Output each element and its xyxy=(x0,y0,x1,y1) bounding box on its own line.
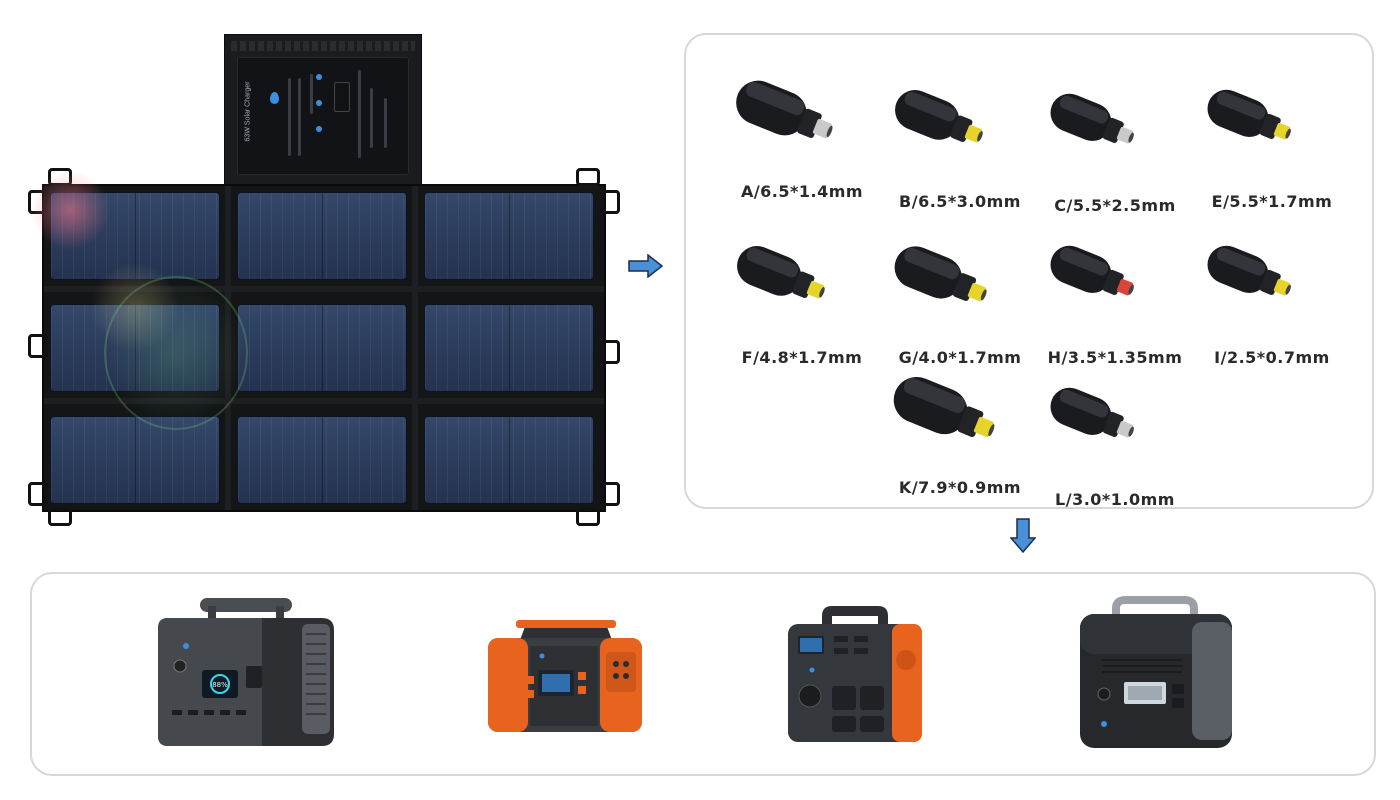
dc-plug-icon xyxy=(737,246,825,299)
dc-plug-icon xyxy=(894,246,987,302)
power-station-black-icon xyxy=(1080,596,1232,748)
dc-plug-icon xyxy=(1050,245,1134,296)
solar-cell xyxy=(237,416,407,504)
connector-size-label: I/2.5*0.7mm xyxy=(1214,348,1330,367)
solar-cell xyxy=(50,416,220,504)
connector-tip: G/4.0*1.7mm xyxy=(890,232,1030,367)
mounting-loop xyxy=(576,168,600,186)
panel-pocket: 63W Solar Charger xyxy=(224,34,422,186)
connector-tip: L/3.0*1.0mm xyxy=(1045,374,1185,509)
mounting-loop xyxy=(28,482,48,506)
dc-plug-icon xyxy=(895,90,983,143)
mounting-loop xyxy=(48,508,72,526)
solar-cell xyxy=(50,192,220,280)
mounting-loop xyxy=(600,190,620,214)
compatible-devices-panel: 88% xyxy=(30,572,1376,776)
connector-tip: B/6.5*3.0mm xyxy=(890,76,1030,211)
connector-tip: E/5.5*1.7mm xyxy=(1202,76,1342,211)
dc-plug-icon xyxy=(1207,89,1291,140)
svg-text:88%: 88% xyxy=(212,681,228,689)
power-station-dark-orange-icon xyxy=(788,606,922,742)
connector-tip: K/7.9*0.9mm xyxy=(890,362,1030,497)
connector-tip: C/5.5*2.5mm xyxy=(1045,80,1185,215)
arrow-down-icon xyxy=(1010,518,1036,554)
connector-size-label: A/6.5*1.4mm xyxy=(740,182,864,201)
power-station-grey-icon: 88% xyxy=(158,598,334,746)
mounting-loop xyxy=(576,508,600,526)
mounting-loop xyxy=(28,334,48,358)
connector-tip: F/4.8*1.7mm xyxy=(732,232,872,367)
connector-size-label: E/5.5*1.7mm xyxy=(1211,192,1333,211)
dc-plug-icon xyxy=(1050,387,1134,438)
connector-size-label: B/6.5*3.0mm xyxy=(899,192,1021,211)
mounting-loop xyxy=(600,340,620,364)
product-label: 63W Solar Charger xyxy=(237,57,409,175)
solar-panel: 63W Solar Charger xyxy=(0,0,620,540)
solar-cell xyxy=(237,192,407,280)
connector-tip: I/2.5*0.7mm xyxy=(1202,232,1342,367)
connector-size-label: G/4.0*1.7mm xyxy=(898,348,1022,367)
connector-size-label: L/3.0*1.0mm xyxy=(1055,490,1175,509)
solar-cell xyxy=(237,304,407,392)
pocket-stitching xyxy=(231,41,415,51)
solar-cell xyxy=(50,304,220,392)
power-station-orange-icon xyxy=(488,620,642,732)
connector-tip: H/3.5*1.35mm xyxy=(1045,232,1185,367)
dc-plug-icon xyxy=(893,376,995,438)
bigblue-droplet-icon xyxy=(270,92,279,104)
connector-size-label: F/4.8*1.7mm xyxy=(741,348,863,367)
connector-tip: A/6.5*1.4mm xyxy=(732,66,872,201)
solar-cell xyxy=(424,192,594,280)
dc-plug-icon xyxy=(1050,93,1134,144)
connector-size-label: H/3.5*1.35mm xyxy=(1047,348,1183,367)
mounting-loop xyxy=(28,190,48,214)
solar-cell xyxy=(424,304,594,392)
connector-size-label: K/7.9*0.9mm xyxy=(898,478,1022,497)
dc-plug-icon xyxy=(736,80,833,139)
mounting-loop xyxy=(48,168,72,186)
dc-plug-icon xyxy=(1207,245,1291,296)
solar-cell xyxy=(424,416,594,504)
mounting-loop xyxy=(600,482,620,506)
connector-size-label: C/5.5*2.5mm xyxy=(1054,196,1176,215)
solar-cell-grid xyxy=(42,184,606,512)
product-title: 63W Solar Charger xyxy=(244,81,252,142)
arrow-right-icon xyxy=(628,254,664,278)
